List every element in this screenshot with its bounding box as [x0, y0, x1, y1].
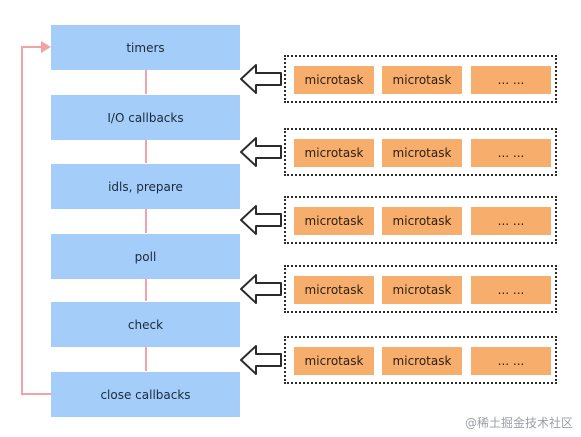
- phase-label: idls, prepare: [108, 179, 183, 194]
- microtask-queue: microtask microtask ... ...: [284, 336, 557, 384]
- phase-idle-prepare: idls, prepare: [51, 164, 240, 209]
- microtask-more: ... ...: [471, 139, 551, 167]
- microtask-item: microtask: [382, 66, 462, 94]
- phase-timers: timers: [51, 25, 240, 70]
- microtask-queue: microtask microtask ... ...: [284, 196, 557, 244]
- microtask-more: ... ...: [471, 207, 551, 235]
- hollow-arrow: [240, 205, 282, 235]
- loop-back-line: [21, 46, 51, 395]
- hollow-arrow: [240, 137, 282, 167]
- phase-poll: poll: [51, 234, 240, 279]
- microtask-item: microtask: [382, 347, 462, 375]
- microtask-queue: microtask microtask ... ...: [284, 55, 557, 103]
- loop-back-arrowhead: [41, 41, 51, 53]
- microtask-item: microtask: [294, 207, 374, 235]
- microtask-item: microtask: [382, 139, 462, 167]
- phase-close-callbacks: close callbacks: [51, 372, 240, 417]
- microtask-more: ... ...: [471, 66, 551, 94]
- microtask-more: ... ...: [471, 347, 551, 375]
- microtask-item: microtask: [382, 276, 462, 304]
- microtask-item: microtask: [382, 207, 462, 235]
- microtask-queue: microtask microtask ... ...: [284, 265, 557, 313]
- phase-label: close callbacks: [100, 387, 191, 402]
- phase-label: poll: [134, 249, 157, 264]
- microtask-item: microtask: [294, 139, 374, 167]
- hollow-arrow: [240, 64, 282, 94]
- microtask-item: microtask: [294, 347, 374, 375]
- phase-label: timers: [126, 40, 165, 55]
- phase-check: check: [51, 302, 240, 347]
- phase-label: I/O callbacks: [107, 110, 184, 125]
- microtask-item: microtask: [294, 66, 374, 94]
- watermark: @稀土掘金技术社区: [464, 416, 573, 430]
- microtask-more: ... ...: [471, 276, 551, 304]
- microtask-item: microtask: [294, 276, 374, 304]
- phase-label: check: [127, 317, 164, 332]
- hollow-arrow: [240, 274, 282, 304]
- hollow-arrow: [240, 345, 282, 375]
- phase-io-callbacks: I/O callbacks: [51, 95, 240, 140]
- microtask-queue: microtask microtask ... ...: [284, 128, 557, 176]
